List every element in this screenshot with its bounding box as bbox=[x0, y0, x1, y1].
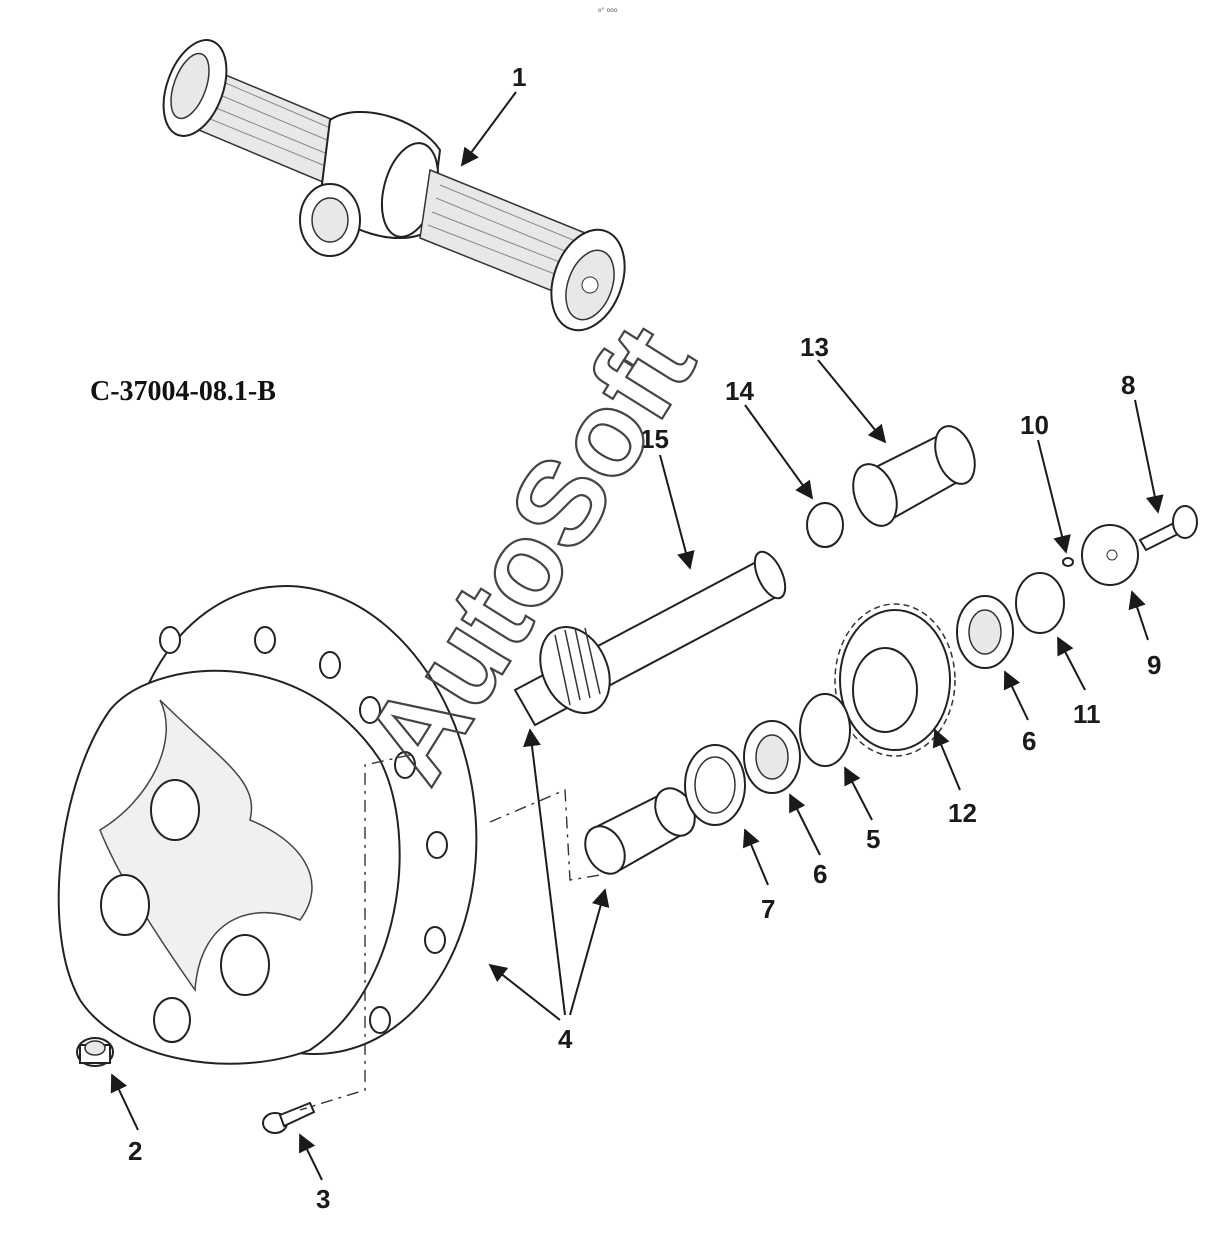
snap-ring bbox=[806, 502, 844, 548]
cap-screw bbox=[1138, 505, 1198, 552]
callout-label: 8 bbox=[1121, 370, 1135, 400]
tiny-mark: o° ooo bbox=[598, 7, 618, 14]
callout-label: 6 bbox=[813, 859, 827, 889]
callout-label: 11 bbox=[1073, 699, 1101, 729]
plug bbox=[76, 1037, 114, 1067]
callout-label: 14 bbox=[725, 376, 754, 406]
planetary-housing bbox=[57, 585, 478, 1065]
callout-label: 2 bbox=[128, 1136, 142, 1166]
callout-label: 13 bbox=[800, 332, 829, 362]
callout-label: 5 bbox=[866, 824, 880, 854]
callout-label: 7 bbox=[761, 894, 775, 924]
thrust-plate bbox=[1015, 572, 1065, 634]
sun-shaft bbox=[513, 550, 787, 727]
callout-label: 10 bbox=[1020, 410, 1049, 440]
callout-label: 15 bbox=[640, 424, 669, 454]
callout-label: 9 bbox=[1147, 650, 1161, 680]
o-ring bbox=[1062, 557, 1074, 567]
callout-label: 3 bbox=[316, 1184, 330, 1214]
alignment-line bbox=[489, 788, 601, 881]
callout-label: 12 bbox=[948, 798, 977, 828]
callout-label: 1 bbox=[512, 62, 526, 92]
figure-code: C-37004-08.1-B bbox=[90, 376, 276, 407]
planet-gear bbox=[834, 603, 956, 757]
planet-pin bbox=[584, 787, 696, 875]
alignment-line bbox=[299, 754, 411, 1111]
splined-sleeve bbox=[852, 425, 976, 527]
axle-assembly-illustration bbox=[162, 39, 626, 332]
leader-lines bbox=[110, 91, 1164, 1181]
watermark: AutoSoft bbox=[338, 303, 720, 804]
callout-label: 6 bbox=[1022, 726, 1036, 756]
thrust-washer bbox=[799, 693, 851, 767]
callout-label: 4 bbox=[558, 1024, 573, 1054]
